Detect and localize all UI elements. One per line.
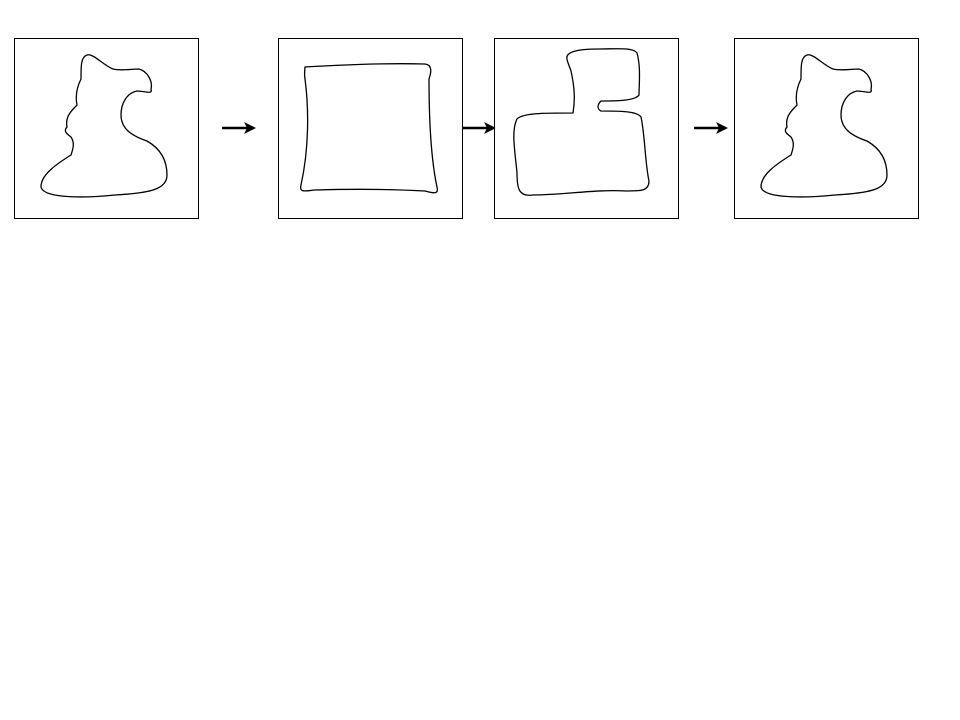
arrow-1 — [220, 118, 260, 138]
panel-boot-shape — [494, 38, 679, 219]
arrow-right-icon — [694, 122, 728, 134]
arrow-right-icon — [462, 122, 496, 134]
rectangle-shape — [299, 63, 439, 194]
rectangle-outline — [299, 63, 439, 194]
boot-shape — [513, 48, 650, 196]
blob-shape — [40, 54, 168, 198]
arrow-right-icon — [222, 122, 256, 134]
blob-outline — [40, 54, 168, 198]
arrow-3 — [692, 118, 732, 138]
boot-outline — [513, 48, 650, 196]
arrow-2 — [460, 118, 500, 138]
panel-rectangle-shape — [278, 38, 463, 219]
panel-final-shape — [734, 38, 919, 219]
blob-outline — [760, 54, 888, 198]
panel-initial-shape — [14, 38, 199, 219]
blob-shape — [760, 54, 888, 198]
